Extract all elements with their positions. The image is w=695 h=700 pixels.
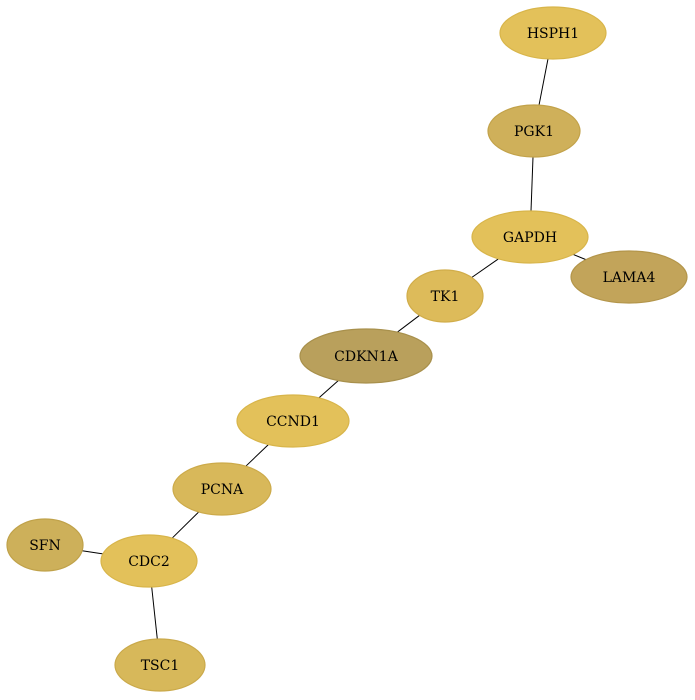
edge-pgk1-gapdh [530, 156, 534, 212]
edge-cdc2-tsc1 [151, 586, 158, 640]
node-shape[interactable] [6, 518, 84, 572]
node-tk1[interactable]: TK1 [406, 269, 484, 323]
node-shape[interactable] [406, 269, 484, 323]
node-cdkn1a[interactable]: CDKN1A [299, 328, 433, 384]
node-lama4[interactable]: LAMA4 [570, 250, 688, 304]
node-pcna[interactable]: PCNA [172, 462, 272, 516]
node-label: LAMA4 [603, 270, 656, 286]
node-label: GAPDH [503, 230, 557, 246]
node-shape[interactable] [100, 534, 198, 588]
node-shape[interactable] [172, 462, 272, 516]
edge-pcna-cdc2 [171, 511, 200, 539]
node-pgk1[interactable]: PGK1 [487, 104, 581, 158]
node-gapdh[interactable]: GAPDH [471, 210, 589, 264]
node-sfn[interactable]: SFN [6, 518, 84, 572]
node-ccnd1[interactable]: CCND1 [236, 394, 350, 448]
edge-tk1-cdkn1a [396, 314, 420, 333]
node-label: HSPH1 [527, 26, 579, 42]
edge-hsph1-pgk1 [538, 58, 549, 106]
node-label: CCND1 [266, 414, 320, 430]
edge-cdkn1a-ccnd1 [318, 380, 339, 399]
node-shape[interactable] [471, 210, 589, 264]
node-label: CDKN1A [334, 349, 399, 365]
node-shape[interactable] [299, 328, 433, 384]
node-label: TK1 [431, 289, 460, 305]
node-cdc2[interactable]: CDC2 [100, 534, 198, 588]
edges-layer [82, 58, 587, 640]
node-hsph1[interactable]: HSPH1 [499, 6, 607, 60]
node-tsc1[interactable]: TSC1 [114, 638, 206, 692]
node-shape[interactable] [236, 394, 350, 448]
edge-sfn-cdc2 [82, 550, 103, 555]
node-shape[interactable] [570, 250, 688, 304]
edge-gapdh-lama4 [572, 253, 587, 261]
edge-ccnd1-pcna [245, 444, 269, 467]
node-label: SFN [29, 538, 61, 554]
node-shape[interactable] [499, 6, 607, 60]
node-label: PCNA [201, 482, 244, 498]
node-label: PGK1 [514, 124, 554, 140]
node-label: CDC2 [128, 554, 170, 570]
node-shape[interactable] [114, 638, 206, 692]
node-shape[interactable] [487, 104, 581, 158]
edge-gapdh-tk1 [471, 258, 499, 278]
node-label: TSC1 [141, 658, 180, 674]
